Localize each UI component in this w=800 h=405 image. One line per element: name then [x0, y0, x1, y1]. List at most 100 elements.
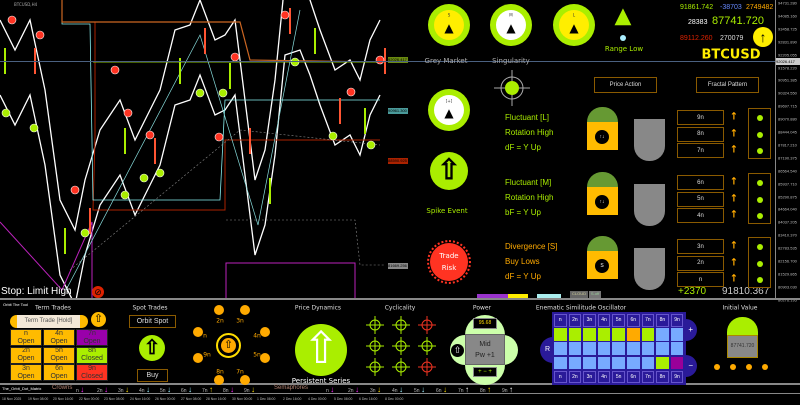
osc-cell[interactable]	[656, 356, 669, 370]
orbit-dot[interactable]	[240, 305, 250, 315]
crown-item: 9n ↓	[244, 385, 255, 394]
osc-header: 7n	[641, 314, 655, 327]
osc-cell[interactable]	[597, 342, 611, 355]
orbit-dot[interactable]	[260, 327, 270, 337]
osc-cell[interactable]	[641, 342, 655, 355]
oscillator-title: Enematic Similitude Oscillator	[535, 304, 627, 312]
power-title: Power	[472, 304, 492, 312]
cycle-crosshair-icon	[418, 358, 436, 376]
dial-plus[interactable]: [+]▲	[428, 89, 470, 131]
crown-arrow-icon: ↓	[124, 385, 129, 394]
fractal-row[interactable]: 6n	[677, 175, 724, 190]
osc-cell[interactable]	[670, 356, 684, 370]
fractal-row[interactable]: 7n	[677, 143, 724, 158]
cloud-tag: CLOUD	[570, 291, 588, 298]
osc-cell[interactable]	[656, 342, 669, 355]
dial-m[interactable]: M▲	[490, 4, 532, 46]
orange-level	[61, 0, 381, 63]
spike-arrow-icon[interactable]: ⇧	[430, 152, 468, 190]
osc-cell[interactable]	[568, 328, 582, 341]
osc-cell[interactable]	[641, 328, 655, 341]
osc-cell[interactable]	[670, 328, 684, 341]
semaphore-item: 8n ↑	[480, 385, 491, 394]
fractal-row[interactable]: 4n	[677, 208, 724, 223]
fractal-row[interactable]: 9n	[677, 110, 724, 125]
crown-arrow-icon: ↑	[208, 385, 213, 394]
osc-cell[interactable]	[554, 342, 567, 355]
fractal-row[interactable]: 8n	[677, 126, 724, 142]
power-signs[interactable]: + − +	[473, 367, 497, 377]
cycle-crosshair-icon	[392, 337, 410, 355]
dial-l[interactable]: L▲	[553, 4, 595, 46]
swing-low-dot	[290, 57, 300, 67]
osc-cell[interactable]	[583, 328, 596, 341]
semaphore-arrow-icon: ↑	[486, 385, 491, 394]
cyan-level	[61, 22, 380, 201]
time-tick: 22 Nov 00:00	[78, 396, 99, 401]
status-dot	[757, 277, 763, 283]
price-tick: 90324.550	[778, 90, 797, 96]
orbit-center[interactable]: ⇧	[216, 333, 241, 358]
osc-header: n	[554, 370, 567, 384]
semaphore-label: 6n	[436, 388, 442, 394]
orbit-dot[interactable]	[260, 353, 270, 363]
delta-value: +2370	[678, 286, 707, 297]
buy-button[interactable]: Buy	[137, 369, 168, 382]
orbit-dot[interactable]	[240, 375, 250, 385]
osc-cell[interactable]	[597, 328, 611, 341]
trade-risk-line: Risk	[441, 264, 457, 272]
semaphore-arrow-icon: ↓	[398, 385, 403, 394]
fractal-row[interactable]: n	[677, 272, 724, 287]
arrow-up-icon: ▲	[444, 21, 454, 35]
mini-bar	[508, 294, 528, 299]
signal-text: Rotation High	[505, 128, 554, 137]
osc-cell[interactable]	[612, 342, 625, 355]
cycle-crosshair-icon	[418, 337, 436, 355]
swing-low-dot	[1, 108, 11, 118]
osc-cell[interactable]	[583, 342, 596, 355]
osc-cell[interactable]	[554, 356, 567, 370]
osc-cell[interactable]	[568, 356, 582, 370]
status-dot	[757, 260, 763, 267]
dial-s[interactable]: S▲	[428, 4, 470, 46]
orbit-dot[interactable]	[193, 327, 203, 337]
osc-cell[interactable]	[627, 342, 640, 355]
osc-cell[interactable]	[554, 328, 567, 341]
term-trade-hold-button[interactable]: Term Trade [Hold]	[17, 315, 80, 328]
osc-cell[interactable]	[597, 356, 611, 370]
osc-cell[interactable]	[568, 342, 582, 355]
osc-cell[interactable]	[612, 328, 625, 341]
osc-cell[interactable]	[627, 328, 640, 341]
orbit-spot-button[interactable]: Orbit Spot	[129, 315, 176, 328]
crown-label: 7n	[202, 388, 208, 394]
fractal-pattern-button[interactable]: Fractal Pattern	[696, 77, 759, 93]
osc-cell[interactable]	[641, 356, 655, 370]
osc-cell[interactable]	[656, 328, 669, 341]
bullet-indicator: S	[587, 251, 618, 279]
orbit-dot[interactable]	[214, 305, 224, 315]
price-action-button[interactable]: Price Action	[594, 77, 657, 93]
osc-cell[interactable]	[627, 356, 640, 370]
osc-cell[interactable]	[583, 356, 596, 370]
osc-cell[interactable]	[612, 356, 625, 370]
orbit-label: n	[203, 332, 207, 340]
stat-value: 270079	[720, 35, 744, 42]
fractal-row[interactable]: 3n	[677, 239, 724, 254]
orbit-dot[interactable]	[193, 353, 203, 363]
fractal-row[interactable]: 2n	[677, 255, 724, 271]
osc-cell[interactable]	[670, 342, 684, 355]
orbit-dot[interactable]	[214, 375, 224, 385]
osc-header: 9n	[670, 370, 684, 384]
fractal-row[interactable]: 5n	[677, 191, 724, 207]
